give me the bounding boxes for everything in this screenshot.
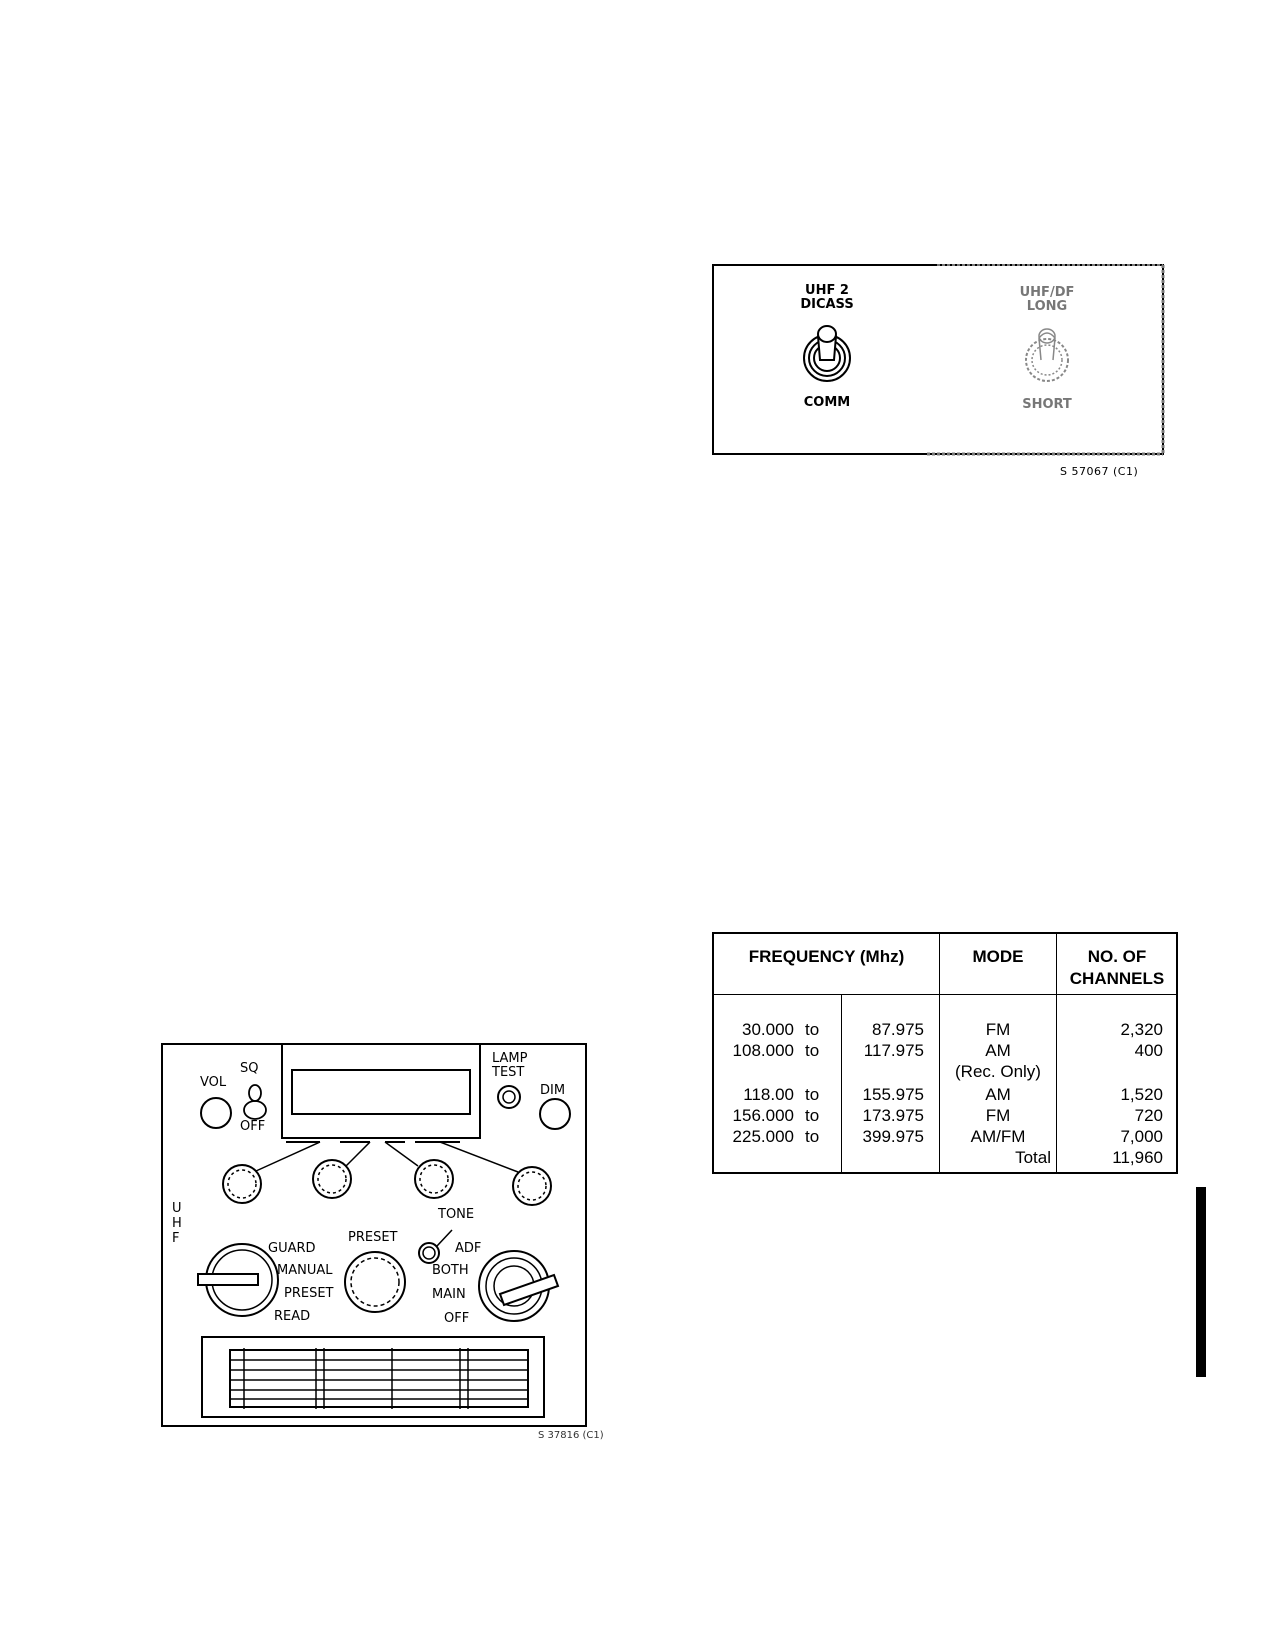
switch-panel-frame	[712, 264, 1165, 456]
frequency-header: FREQUENCY (Mhz)	[748, 947, 905, 966]
table-cell-to-word: to	[805, 1127, 820, 1146]
mode-header: MODE	[972, 947, 1024, 966]
uhf-radio-panel: U H F VOL SQ OFF LAMP TEST DIM GUARD MAN…	[160, 1042, 588, 1428]
frequency-knob-3[interactable]	[415, 1160, 453, 1198]
dicass-label: DICASS	[800, 297, 854, 312]
frequency-knob-2[interactable]	[313, 1160, 351, 1198]
table-cell-channels: 1,520	[1120, 1085, 1163, 1104]
switch-panel-figure: UHF 2 DICASS COMM UHF/DF LONG SHORT	[712, 264, 1166, 457]
preset-channel-knob[interactable]	[345, 1252, 405, 1312]
total-label: Total	[1015, 1148, 1051, 1167]
frequency-table: FREQUENCY (Mhz) MODE NO. OF CHANNELS 30.…	[712, 932, 1178, 1174]
frequency-display	[293, 1071, 469, 1113]
read-label: READ	[274, 1309, 311, 1324]
function-selector-knob[interactable]	[479, 1251, 549, 1321]
preset-knob-label: PRESET	[348, 1230, 398, 1245]
df-range-toggle-switch[interactable]	[1020, 322, 1074, 388]
table-cell-to: 173.975	[862, 1106, 924, 1125]
total-value: 11,960	[1112, 1148, 1163, 1167]
table-cell-channels: 7,000	[1120, 1127, 1163, 1146]
uhf-side-letter-f: F	[172, 1231, 180, 1246]
table-cell-to: 117.975	[863, 1041, 924, 1060]
preset-position-label: PRESET	[284, 1286, 334, 1301]
dicass-toggle-switch[interactable]	[800, 320, 854, 386]
table-cell-mode: AM	[985, 1041, 1011, 1060]
dim-knob[interactable]	[540, 1099, 570, 1129]
vol-knob[interactable]	[201, 1098, 231, 1128]
channels-header-line2: CHANNELS	[1069, 969, 1165, 988]
manual-label: MANUAL	[277, 1263, 333, 1278]
main-label: MAIN	[432, 1287, 466, 1302]
table-cell-from: 30.000	[742, 1020, 794, 1039]
frequency-knob-1[interactable]	[223, 1165, 261, 1203]
table-cell-channels: 400	[1134, 1041, 1163, 1060]
table-cell-from: 225.000	[732, 1127, 794, 1146]
table-cell-mode: FM	[985, 1020, 1011, 1039]
dim-label: DIM	[540, 1083, 566, 1098]
frequency-knob-4[interactable]	[513, 1167, 551, 1205]
table-cell-to-word: to	[805, 1085, 820, 1104]
channels-header-line1: NO. OF	[1087, 947, 1147, 966]
long-label: LONG	[1026, 299, 1068, 314]
test-label: TEST	[492, 1065, 525, 1080]
table-cell-to: 155.975	[862, 1085, 924, 1104]
table-cell-mode: FM	[985, 1106, 1011, 1125]
squelch-toggle[interactable]	[243, 1084, 267, 1120]
vol-label: VOL	[200, 1075, 227, 1090]
change-bar	[1196, 1187, 1206, 1377]
table-cell-channels: 720	[1134, 1106, 1163, 1125]
comm-label: COMM	[803, 395, 851, 410]
table-cell-mode-note: (Rec. Only)	[955, 1062, 1041, 1081]
guard-label: GUARD	[268, 1241, 316, 1256]
sq-label: SQ	[240, 1061, 259, 1076]
table-cell-from: 118.00	[743, 1085, 794, 1104]
uhf-side-letter-h: H	[172, 1216, 182, 1231]
radio-panel-artwork	[161, 1043, 587, 1427]
table-cell-to-word: to	[805, 1020, 820, 1039]
adf-label: ADF	[455, 1241, 482, 1256]
table-cell-to-word: to	[805, 1106, 820, 1125]
short-label: SHORT	[1022, 397, 1072, 412]
uhf-df-label: UHF/DF	[1019, 285, 1075, 300]
uhf2-label: UHF 2	[805, 283, 849, 298]
table-cell-from: 156.000	[732, 1106, 794, 1125]
channel-card-holder	[230, 1350, 528, 1407]
lamp-label: LAMP	[492, 1051, 528, 1066]
uhf-side-letter-u: U	[172, 1201, 182, 1216]
table-cell-mode: AM/FM	[970, 1127, 1026, 1146]
table-cell-to: 399.975	[862, 1127, 924, 1146]
table-cell-from: 108.000	[732, 1041, 794, 1060]
tone-button[interactable]	[419, 1243, 439, 1263]
both-label: BOTH	[432, 1263, 469, 1278]
off-label: OFF	[240, 1119, 266, 1134]
switch-figure-id: S 57067 (C1)	[1060, 465, 1139, 478]
table-cell-channels: 2,320	[1120, 1020, 1163, 1039]
radio-figure-id: S 37816 (C1)	[538, 1430, 604, 1441]
function-off-label: OFF	[444, 1311, 470, 1326]
table-cell-mode: AM	[985, 1085, 1011, 1104]
tone-label: TONE	[438, 1207, 475, 1222]
table-cell-to: 87.975	[872, 1020, 924, 1039]
lamp-test-button[interactable]	[498, 1086, 520, 1108]
table-cell-to-word: to	[805, 1041, 820, 1060]
